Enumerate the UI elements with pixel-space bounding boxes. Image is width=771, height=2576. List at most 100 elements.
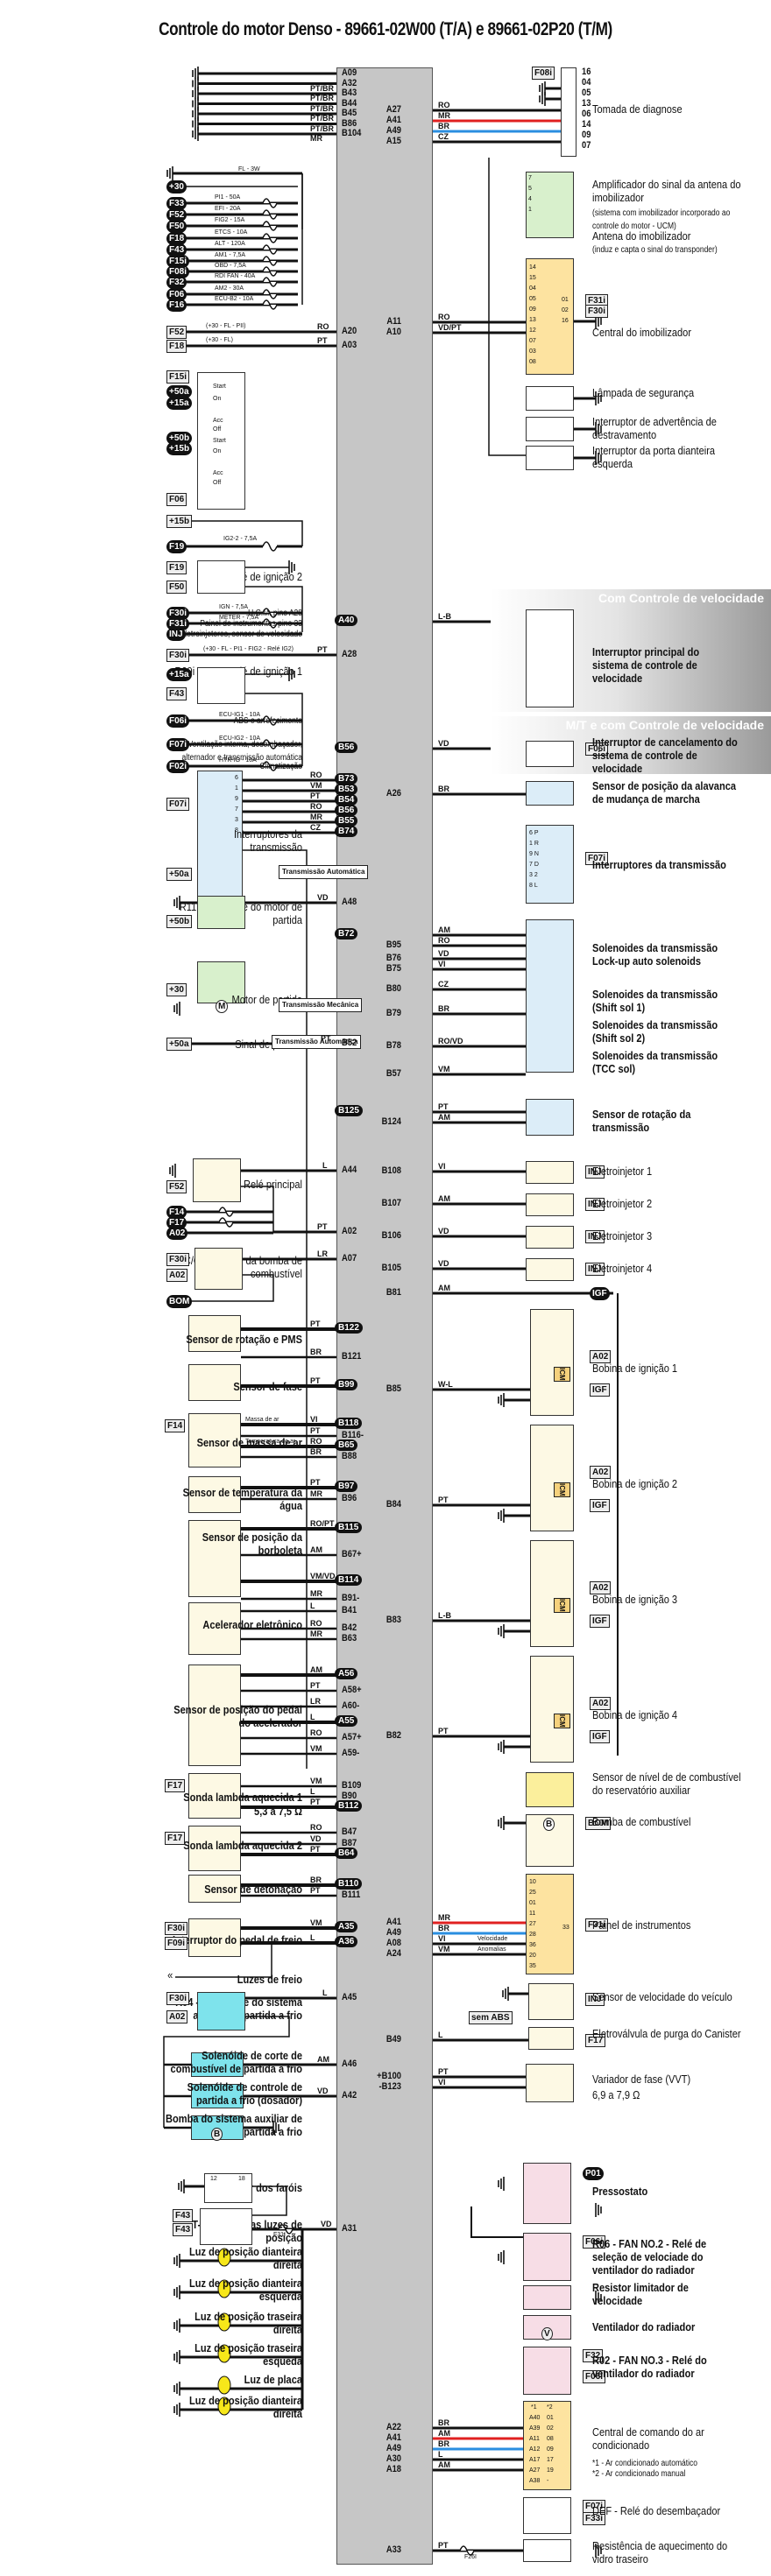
wire-color-code: BR xyxy=(438,2418,449,2427)
cluster-pin: 20 xyxy=(529,1953,536,1959)
switch-terminal: 1 R xyxy=(529,841,539,847)
ecu-pin: A59- xyxy=(342,1748,360,1758)
vvt-solenoid xyxy=(526,2064,574,2102)
gear-lever-sensor xyxy=(526,781,574,806)
fuse-tag: F43 xyxy=(166,243,187,257)
resistor-label: Resistor limitador de velocidade xyxy=(592,2281,689,2307)
wire-color-code: PT xyxy=(438,1102,449,1111)
wire-color-code: RO xyxy=(310,1619,322,1628)
sensor-label: Sensor de massa de ar xyxy=(196,1436,302,1449)
ig2-wire xyxy=(184,520,303,546)
wire-color-code: PT xyxy=(321,1034,331,1043)
central-pin: 08 xyxy=(529,359,536,365)
fuse-tag: F16 xyxy=(166,299,187,312)
sensor-1 xyxy=(188,1364,241,1401)
ecu-pin-badge: B112 xyxy=(335,1800,363,1812)
sensor-label: Sensor de posição da borboleta xyxy=(202,1531,302,1557)
ignition-position: Acc xyxy=(213,418,223,424)
ecu-pin-badge: B73 xyxy=(335,773,358,785)
tag: A02 xyxy=(166,1269,188,1282)
fan3-relay-label: R02 - FAN NO.3 - Relé do ventilador do r… xyxy=(592,2354,707,2380)
ac-pin: 09 xyxy=(547,2446,554,2453)
tag: F30i xyxy=(166,1992,190,2005)
wire-color-code: BR xyxy=(438,1004,449,1013)
wire-color-code: BR xyxy=(438,1924,449,1932)
sensor-label: Sensor de fase xyxy=(233,1380,302,1393)
injector-0 xyxy=(526,1161,574,1184)
diagnose-terminal: 14 xyxy=(582,119,591,130)
pressostato-wire xyxy=(470,2206,523,2238)
ecu-pin: B41 xyxy=(342,1605,357,1615)
ecu-pin: B49 xyxy=(386,2034,401,2045)
ecu-pin: B106 xyxy=(381,1230,401,1241)
pump-icon: B xyxy=(543,1818,555,1831)
fuse-rating: METER - 7,5A xyxy=(219,615,259,621)
pressostato xyxy=(523,2163,571,2224)
coil-label: Bobina de ignição 2 xyxy=(592,1477,678,1490)
wire-color-code: BR xyxy=(438,122,449,130)
wire-color-code: L xyxy=(310,1713,315,1721)
switch-terminal: 7 xyxy=(235,806,238,813)
wire-color-code: L xyxy=(438,2450,443,2459)
wire-color-code: VM xyxy=(310,1777,322,1785)
wire-color-code: PT xyxy=(317,645,328,654)
fuse-rating: IGN - 7,5A xyxy=(219,604,249,610)
door-switch-label: Interruptor da porta dianteira esquerda xyxy=(592,444,716,470)
ig2-fuse-label: IG2-2 - 7,5A xyxy=(223,536,258,542)
diagnose-terminal: 04 xyxy=(582,77,591,88)
ecu-pin: B82 xyxy=(386,1730,401,1741)
wire-color-code: BR xyxy=(438,2439,449,2448)
tag-f19: F19 xyxy=(166,540,187,553)
tag: +50a xyxy=(166,1038,192,1051)
ig1-output-tag: F02i xyxy=(166,760,190,773)
ecu-pin: B107 xyxy=(381,1198,401,1208)
switch-terminal: 9 N xyxy=(529,851,539,857)
wire-color-code: VM xyxy=(310,781,322,790)
inner-label: Temperatura do ar xyxy=(245,1439,296,1445)
cluster-pin: 10 xyxy=(529,1879,536,1885)
switch-pin: 12 xyxy=(210,2176,217,2182)
sensor-5 xyxy=(188,1602,241,1655)
tag: +50a xyxy=(166,868,192,881)
ecu-pin: B124 xyxy=(381,1116,401,1127)
cruise-cancel-label: Interruptor de cancelamento do sistema d… xyxy=(592,735,738,775)
wire-color-code: L-B xyxy=(438,612,451,621)
lamp-label: Luz de posição traseira esqueda xyxy=(195,2341,302,2368)
fuse-icon xyxy=(262,221,278,231)
unlock-warning-label: Interruptor de advertência de destravame… xyxy=(592,415,717,441)
diagnose-terminal: 13 xyxy=(582,98,591,109)
coil-tag: A02 xyxy=(590,1581,612,1594)
ecu-pin: B83 xyxy=(386,1615,401,1625)
ecu-pin: A60- xyxy=(342,1700,360,1711)
ground-icon xyxy=(498,1816,505,1830)
coil-label: Bobina de ignição 1 xyxy=(592,1362,678,1375)
ground-icon xyxy=(498,2250,505,2264)
diagnose-terminal: 05 xyxy=(582,88,591,98)
central-pin: 12 xyxy=(529,327,536,334)
immobilizer-loop xyxy=(488,158,526,456)
ecu-pin: A28 xyxy=(342,649,357,659)
ecu-pin: B47 xyxy=(342,1826,357,1837)
switch-terminal: 6 xyxy=(235,775,238,781)
ecu-pin: A11 xyxy=(386,316,401,327)
tag: +15a xyxy=(166,668,192,681)
tag: F17 xyxy=(165,1832,186,1845)
lamp-icon xyxy=(217,2248,231,2267)
fuse-icon xyxy=(262,299,278,310)
wire-color-code: LR xyxy=(310,1697,321,1706)
ecu-pin: A48 xyxy=(342,897,357,907)
tag: F30i xyxy=(585,305,609,318)
trans-switches-label: Interruptores da transmissão xyxy=(592,858,726,871)
ecu-ground-pin: B86 xyxy=(342,117,357,129)
trans-speed-label: Sensor de rotação da transmissão xyxy=(592,1108,691,1134)
inner-label: Massa de ar xyxy=(245,1417,279,1423)
wire-color-code: RO xyxy=(310,1823,322,1832)
tag: F17 xyxy=(165,1779,186,1792)
security-lamp xyxy=(526,386,574,411)
fuse-rating: ECU-IG2 - 10A xyxy=(219,735,261,742)
wire-color-code: CZ xyxy=(438,980,449,989)
fuse-rating: AM2 - 30A xyxy=(215,285,244,292)
efi-bus xyxy=(241,1186,274,1232)
amp-pin: 7 xyxy=(528,175,532,181)
